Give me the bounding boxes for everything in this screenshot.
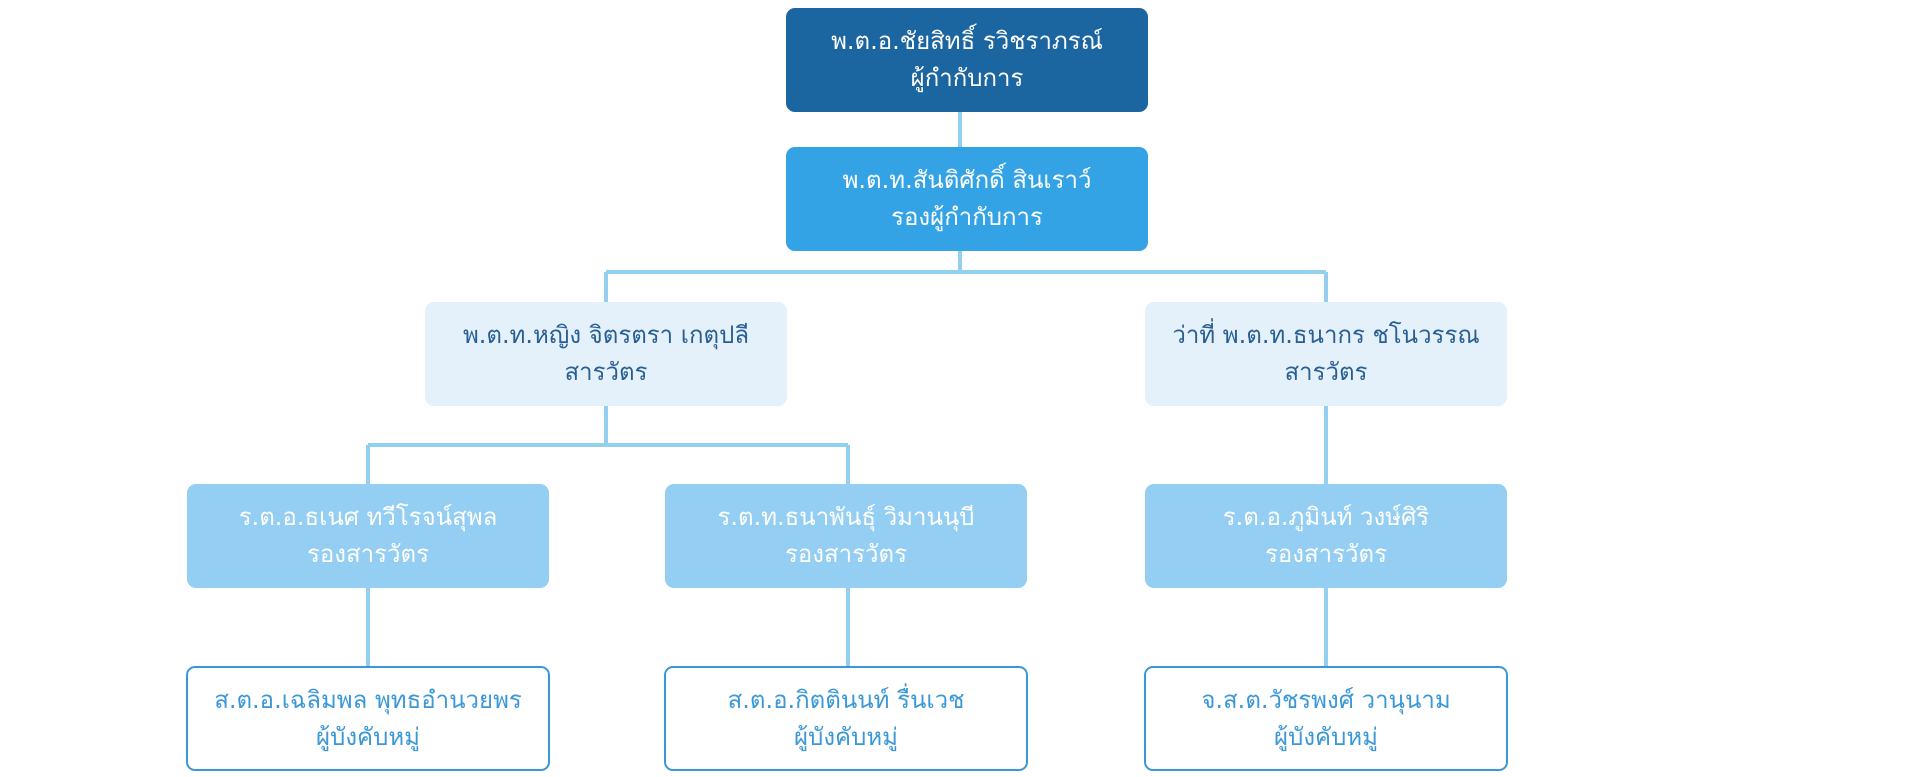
node-inspector-right: ว่าที่ พ.ต.ท.ธนากร ชโนวรรณ สารวัตร xyxy=(1145,302,1507,406)
node-inspector-right-title: สารวัตร xyxy=(1284,358,1368,386)
node-director: พ.ต.อ.ชัยสิทธิ์ รวิชราภรณ์ ผู้กำกับการ xyxy=(786,8,1148,112)
node-inspector-left-name: พ.ต.ท.หญิง จิตรตรา เกตุปลี xyxy=(462,321,750,349)
node-squad-leader-1-title: ผู้บังคับหมู่ xyxy=(316,722,420,751)
node-squad-leader-1-name: ส.ต.อ.เฉลิมพล พุทธอำนวยพร xyxy=(214,685,522,714)
node-inspector-right-name: ว่าที่ พ.ต.ท.ธนากร ชโนวรรณ xyxy=(1172,321,1480,349)
node-deputy-director: พ.ต.ท.สันติศักดิ์ สินเราว์ รองผู้กำกับกา… xyxy=(786,147,1148,251)
node-squad-leader-3: จ.ส.ต.วัชรพงศ์ วานุนาม ผู้บังคับหมู่ xyxy=(1144,666,1508,771)
node-deputy-inspector-1-name: ร.ต.อ.ธเนศ ทวีโรจน์สุพล xyxy=(238,503,498,531)
node-deputy-inspector-1-title: รองสารวัตร xyxy=(307,540,429,568)
node-squad-leader-1: ส.ต.อ.เฉลิมพล พุทธอำนวยพร ผู้บังคับหมู่ xyxy=(186,666,550,771)
node-squad-leader-2-name: ส.ต.อ.กิตตินนท์ รื่นเวช xyxy=(727,685,965,714)
node-deputy-director-name: พ.ต.ท.สันติศักดิ์ สินเราว์ xyxy=(842,166,1092,194)
node-deputy-inspector-2-title: รองสารวัตร xyxy=(785,540,907,568)
node-squad-leader-2-title: ผู้บังคับหมู่ xyxy=(794,722,898,751)
node-squad-leader-3-title: ผู้บังคับหมู่ xyxy=(1274,722,1378,751)
node-deputy-inspector-1: ร.ต.อ.ธเนศ ทวีโรจน์สุพล รองสารวัตร xyxy=(187,484,549,588)
node-squad-leader-2: ส.ต.อ.กิตตินนท์ รื่นเวช ผู้บังคับหมู่ xyxy=(664,666,1028,771)
node-deputy-inspector-3-name: ร.ต.อ.ภูมินท์ วงษ์ศิริ xyxy=(1222,503,1430,531)
node-director-title: ผู้กำกับการ xyxy=(910,64,1024,92)
node-deputy-inspector-3-title: รองสารวัตร xyxy=(1265,540,1387,568)
node-squad-leader-3-name: จ.ส.ต.วัชรพงศ์ วานุนาม xyxy=(1201,685,1451,714)
node-deputy-inspector-2: ร.ต.ท.ธนาพันธุ์ วิมานนุบี รองสารวัตร xyxy=(665,484,1027,588)
node-inspector-left: พ.ต.ท.หญิง จิตรตรา เกตุปลี สารวัตร xyxy=(425,302,787,406)
node-deputy-director-title: รองผู้กำกับการ xyxy=(891,203,1043,231)
node-inspector-left-title: สารวัตร xyxy=(564,358,648,386)
node-director-name: พ.ต.อ.ชัยสิทธิ์ รวิชราภรณ์ xyxy=(831,27,1103,55)
node-deputy-inspector-3: ร.ต.อ.ภูมินท์ วงษ์ศิริ รองสารวัตร xyxy=(1145,484,1507,588)
node-deputy-inspector-2-name: ร.ต.ท.ธนาพันธุ์ วิมานนุบี xyxy=(717,503,975,531)
